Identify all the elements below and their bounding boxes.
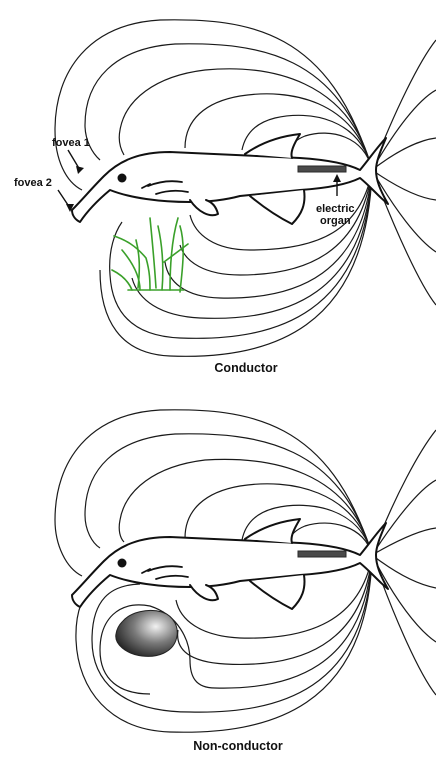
svg-text:fovea 1: fovea 1: [52, 137, 90, 149]
electric-organ: [298, 166, 346, 172]
non-conductor-panel: Non-conductor: [55, 410, 436, 753]
svg-text:fovea 2: fovea 2: [14, 177, 52, 189]
electric-organ: [298, 551, 346, 557]
conductor-panel: fovea 1 fovea 2 electric organ Conductor: [14, 20, 436, 375]
caption-conductor: Conductor: [214, 361, 277, 375]
fish-eye: [118, 174, 127, 183]
fovea-2-label: fovea 2: [14, 177, 74, 212]
svg-text:electric: electric: [316, 203, 355, 215]
svg-text:organ: organ: [320, 215, 351, 227]
non-conductor-rock: [116, 610, 177, 656]
caption-non-conductor: Non-conductor: [193, 739, 283, 753]
fish-eye: [118, 559, 127, 568]
conductor-plant: [112, 218, 188, 292]
